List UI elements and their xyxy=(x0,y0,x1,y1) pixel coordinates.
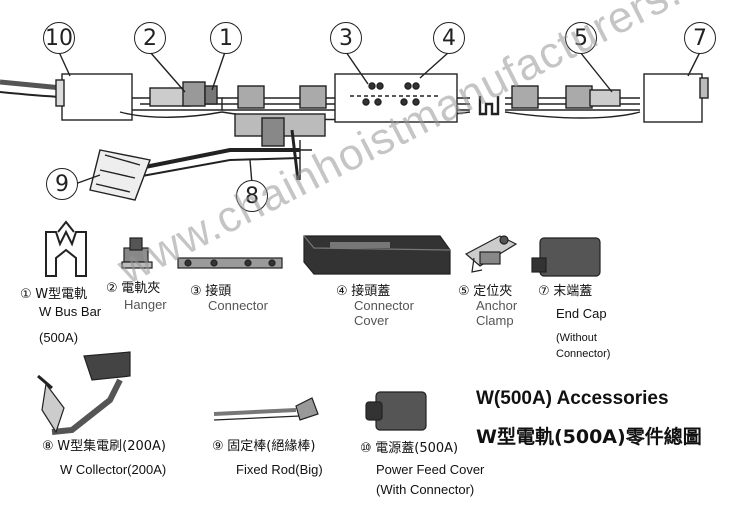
end-cap-note-2: Connector) xyxy=(556,348,611,360)
connector-cover-number: ④ xyxy=(336,283,348,298)
collector-name-cn: W型集電刷(200A) xyxy=(57,439,166,454)
bus-bar-name-en: W Bus Bar xyxy=(39,304,102,319)
callout-4: 4 xyxy=(433,22,465,54)
power-feed-name-en-1: Power Feed Cover xyxy=(376,462,485,477)
callout-9: 9 xyxy=(46,168,78,200)
anchor-clamp-label-cn: ⑤ 定位夾 xyxy=(458,283,512,300)
connector-cover-name-en-2: Cover xyxy=(354,313,389,328)
power-feed-number: ⑩ xyxy=(360,440,372,455)
collector-label-cn: ⑧ W型集電刷(200A) xyxy=(42,438,166,455)
fixed-rod-name-en: Fixed Rod(Big) xyxy=(236,462,323,477)
connector-cover-name-en-1: Connector xyxy=(354,298,414,313)
power-feed-name-cn: 電源蓋(500A) xyxy=(375,441,459,456)
callout-8: 8 xyxy=(236,180,268,212)
connector-number: ③ xyxy=(190,283,202,298)
callout-3: 3 xyxy=(330,22,362,54)
diagram-title-en: W(500A) Accessories xyxy=(476,388,669,409)
fixed-rod-number: ⑨ xyxy=(212,438,224,453)
bus-bar-name-cn: W型電軌 xyxy=(35,287,88,302)
power-feed-name-en-2: (With Connector) xyxy=(376,482,475,497)
end-cap-name-en: End Cap xyxy=(556,306,607,321)
anchor-clamp-name-en-1: Anchor xyxy=(476,298,518,313)
hanger-label-cn: ② 電軌夾 xyxy=(106,280,160,297)
end-cap-name-cn: 末端蓋 xyxy=(553,284,593,299)
hanger-number: ② xyxy=(106,280,118,295)
anchor-clamp-number: ⑤ xyxy=(458,283,470,298)
diagram-title-cn: W型電軌(500A)零件總圖 xyxy=(476,426,702,448)
callout-1: 1 xyxy=(210,22,242,54)
end-cap-label-cn: ⑦ 末端蓋 xyxy=(538,283,592,300)
fixed-rod-label-cn: ⑨ 固定棒(絕緣棒) xyxy=(212,438,315,455)
callout-2: 2 xyxy=(134,22,166,54)
end-cap-note-1: (Without xyxy=(556,332,597,344)
callout-7: 7 xyxy=(684,22,716,54)
end-cap-number: ⑦ xyxy=(538,283,550,298)
connector-name-en: Connector xyxy=(208,298,268,313)
callout-5: 5 xyxy=(565,22,597,54)
connector-name-cn: 接頭 xyxy=(205,284,232,299)
fixed-rod-name-cn: 固定棒(絕緣棒) xyxy=(227,439,316,454)
callout-10: 10 xyxy=(43,22,75,54)
bus-bar-label-cn: ① W型電軌 xyxy=(20,286,87,303)
hanger-name-en: Hanger xyxy=(124,297,167,312)
bus-bar-rating: (500A) xyxy=(39,330,79,345)
anchor-clamp-name-cn: 定位夾 xyxy=(473,284,513,299)
connector-cover-name-cn: 接頭蓋 xyxy=(351,284,391,299)
connector-label-cn: ③ 接頭 xyxy=(190,283,231,300)
connector-cover-label-cn: ④ 接頭蓋 xyxy=(336,283,390,300)
collector-name-en: W Collector(200A) xyxy=(60,462,167,477)
bus-bar-number: ① xyxy=(20,286,32,301)
anchor-clamp-name-en-2: Clamp xyxy=(476,313,514,328)
power-feed-label-cn: ⑩ 電源蓋(500A) xyxy=(360,440,458,457)
collector-number: ⑧ xyxy=(42,438,54,453)
hanger-name-cn: 電軌夾 xyxy=(121,281,161,296)
